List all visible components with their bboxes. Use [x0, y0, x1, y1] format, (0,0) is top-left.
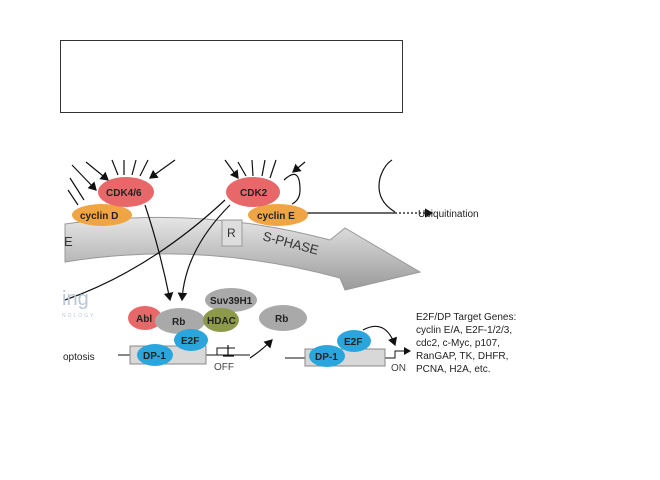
abl: [128, 306, 162, 330]
dp1-active-label: DP-1: [315, 352, 338, 363]
target-genes-line: RanGAP, TK, DHFR,: [416, 351, 508, 362]
dp1-repressed-label: DP-1: [143, 351, 166, 362]
e2f-repressed: [174, 329, 208, 351]
cdk2-label: CDK2: [240, 188, 268, 199]
rb-bound: [155, 308, 205, 334]
cyclin-d-label: cyclin D: [80, 211, 118, 222]
cyclin-e-label: cyclin E: [257, 211, 295, 222]
suv39h1-label: Suv39H1: [210, 296, 253, 307]
target-genes-list: E2F/DP Target Genes: cyclin E/A, E2F-1/2…: [416, 312, 516, 375]
rb-free-label: Rb: [275, 314, 288, 325]
off-label: OFF: [214, 362, 234, 373]
cdk2: [226, 177, 280, 207]
upstream-signals: [64, 159, 434, 359]
abl-label: Abl: [136, 314, 152, 325]
target-genes-line: cdc2, c-Myc, p107,: [416, 338, 500, 349]
cdk46-label: CDK4/6: [106, 188, 142, 199]
restriction-point-label: R: [227, 226, 236, 240]
hdac-label: HDAC: [207, 316, 236, 327]
dp1-active: [309, 345, 345, 367]
apoptosis-fragment: optosis: [63, 352, 95, 363]
e2f-active: [337, 330, 371, 352]
rb-bound-label: Rb: [172, 317, 185, 328]
target-genes-line: PCNA, H2A, etc.: [416, 364, 490, 375]
phase-left-fragment: E: [64, 234, 73, 249]
hdac: [203, 308, 239, 332]
watermark-logo: ing: [62, 288, 89, 310]
cyclin-e: [248, 204, 308, 226]
cdk46: [98, 177, 154, 207]
target-genes-line: E2F/DP Target Genes:: [416, 312, 516, 323]
cell-cycle-band: [64, 216, 422, 291]
suv39h1: [205, 288, 257, 312]
ubiquitination-label: Ubiquitination: [418, 209, 479, 220]
on-label: ON: [391, 363, 406, 374]
restriction-point-box: [221, 219, 243, 247]
e2f-active-label: E2F: [344, 337, 362, 348]
dp1-repressed: [137, 344, 173, 366]
cyclin-d: [72, 204, 132, 226]
target-genes-line: cyclin E/A, E2F-1/2/3,: [416, 325, 512, 336]
empty-title-box: [60, 40, 403, 113]
watermark-logo-sub: NOLOGY: [62, 313, 95, 319]
rb-free: [259, 305, 307, 331]
e2f-repressed-label: E2F: [181, 336, 199, 347]
